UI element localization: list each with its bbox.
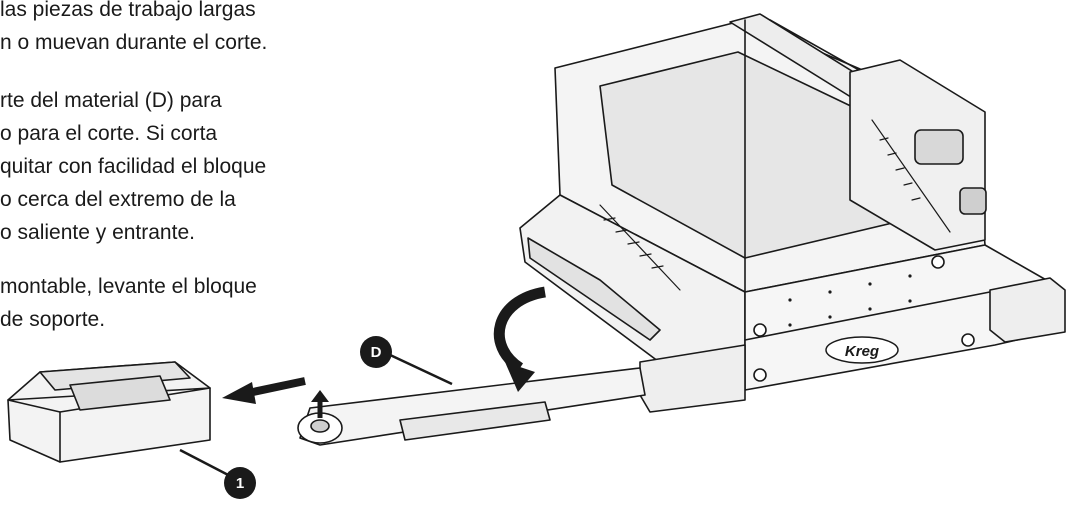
screw — [961, 333, 975, 347]
saw-unit — [519, 13, 1066, 413]
instruction-line: quitar con facilidad el bloque — [0, 155, 267, 178]
up-arrow-head — [311, 390, 329, 402]
screw — [753, 323, 767, 337]
callout-1-leader — [179, 448, 235, 480]
instruction-line: o para el corte. Si corta — [0, 122, 218, 145]
callout-d-label: D — [371, 344, 382, 361]
screw — [753, 368, 767, 382]
callout-d-badge — [360, 336, 392, 368]
control-button — [959, 187, 987, 215]
svg-text:Kreg: Kreg — [845, 343, 879, 360]
control-knob — [914, 129, 964, 165]
instruction-line: de soporte. — [0, 308, 106, 331]
callout-1-label: 1 — [236, 475, 244, 492]
instruction-paragraph-2: rte del material (D) para o para el cort… — [0, 84, 266, 249]
instruction-line: n o muevan durante el corte. — [0, 31, 268, 54]
callout-d-leader — [387, 352, 453, 386]
instruction-line: o saliente y entrante. — [0, 221, 195, 244]
instruction-paragraph-1: las piezas de trabajo largas n o muevan … — [0, 0, 267, 59]
callout-1-badge — [224, 467, 256, 499]
instruction-paragraph-3: montable, levante el bloque de soporte. — [0, 270, 257, 336]
instruction-line: montable, levante el bloque — [0, 275, 257, 298]
rotate-arrow-head — [505, 362, 535, 392]
instruction-line: o cerca del extremo de la — [0, 188, 236, 211]
left-arrow-icon — [247, 377, 306, 397]
support-block — [7, 361, 211, 463]
instruction-line: las piezas de trabajo largas — [0, 0, 256, 21]
rotate-arrow-icon — [493, 286, 547, 373]
screw — [931, 255, 945, 269]
material-support-arm — [297, 367, 646, 446]
brand-logo: Kreg — [825, 336, 899, 364]
left-arrow-head — [222, 382, 256, 404]
instruction-line: rte del material (D) para — [0, 89, 222, 112]
